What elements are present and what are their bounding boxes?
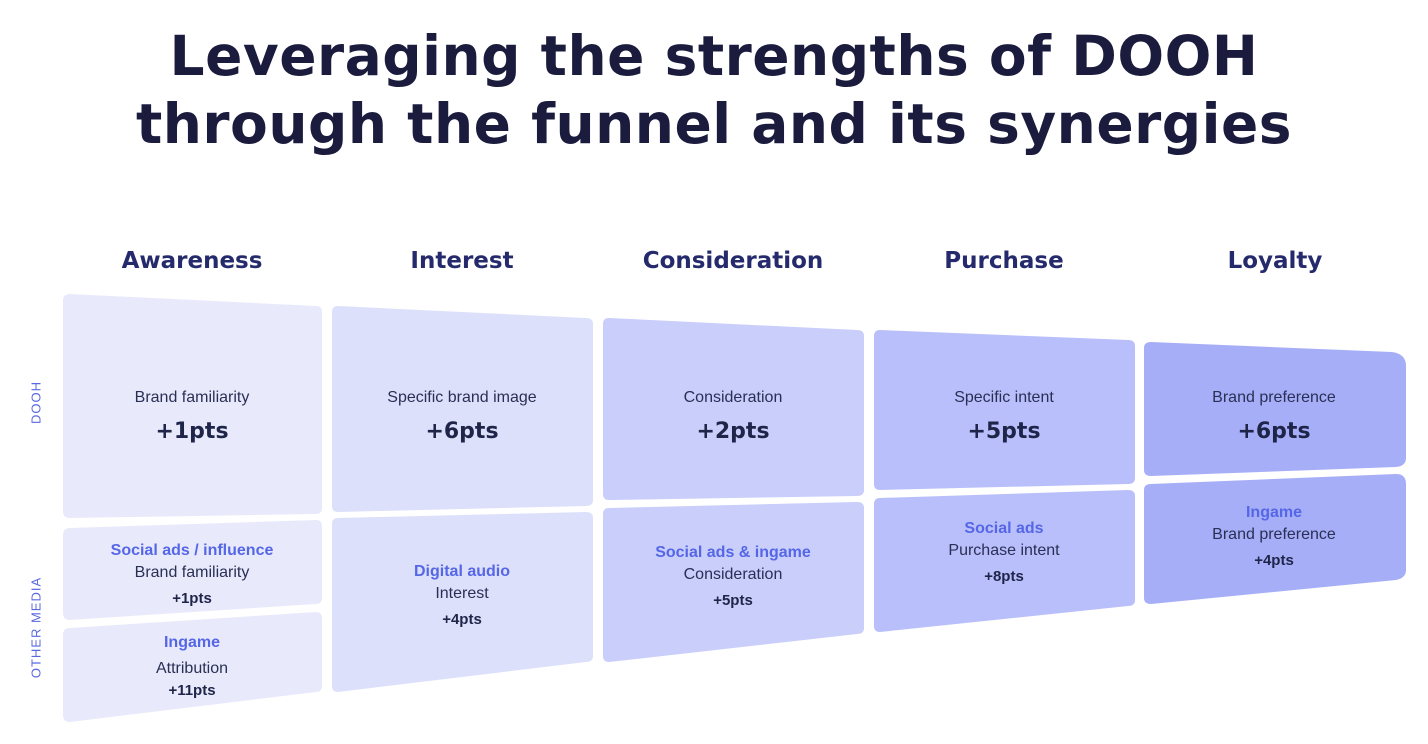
stage-label-loyalty: Loyalty [1227,248,1323,274]
other-purchase-value: +8pts [984,567,1024,585]
funnel-cell-other-consideration [603,502,864,662]
dooh-consideration: Consideration +2pts [602,360,864,470]
other-loyalty: Ingame Brand preference +4pts [1143,492,1405,578]
dooh-loyalty-value: +6pts [1237,418,1311,444]
other-interest: Digital audio Interest +4pts [331,550,593,638]
dooh-purchase-metric: Specific intent [954,388,1054,406]
other-awareness-social: Social ads / influence Brand familiarity… [61,530,323,616]
dooh-interest: Specific brand image +6pts [331,360,593,470]
stage-label-purchase: Purchase [944,248,1064,274]
page-title: Leveraging the strengths of DOOH through… [0,22,1428,158]
row-label-dooh: DOOH [28,381,44,424]
dooh-awareness-metric: Brand familiarity [134,388,250,406]
other-consideration: Social ads & ingame Consideration +5pts [602,532,864,618]
other-interest-metric: Interest [435,584,489,602]
other-awareness-social-value: +1pts [172,589,212,607]
funnel-cell-other-loyalty [1144,474,1406,604]
stage-label-consideration: Consideration [642,248,824,274]
other-loyalty-metric: Brand preference [1212,525,1336,543]
funnel-cell-other-awareness-1 [63,520,322,620]
other-purchase: Social ads Purchase intent +8pts [873,508,1135,594]
dooh-awareness: Brand familiarity +1pts [61,360,323,470]
dooh-consideration-value: +2pts [696,418,770,444]
other-consideration-channel: Social ads & ingame [655,543,811,561]
dooh-awareness-value: +1pts [155,418,229,444]
funnel-cell-dooh-consideration [603,318,864,500]
other-purchase-channel: Social ads [964,519,1044,537]
dooh-interest-value: +6pts [425,418,499,444]
dooh-loyalty-metric: Brand preference [1212,388,1336,406]
title-line-2: through the funnel and its synergies [135,92,1293,156]
stage-label-awareness: Awareness [121,248,263,274]
other-interest-value: +4pts [442,610,482,628]
funnel-cell-other-purchase [874,490,1135,632]
funnel-cell-dooh-interest [332,306,593,512]
other-consideration-value: +5pts [713,591,753,609]
dooh-purchase: Specific intent +5pts [873,360,1135,470]
funnel-cell-other-interest [332,512,593,692]
funnel-cell-dooh-loyalty [1144,342,1406,476]
funnel-cell-other-awareness-2 [63,612,322,722]
funnel-cell-dooh-purchase [874,330,1135,490]
dooh-interest-metric: Specific brand image [387,388,537,406]
other-awareness-social-metric: Brand familiarity [134,563,250,581]
stage-label-interest: Interest [410,248,514,274]
other-loyalty-channel: Ingame [1245,503,1302,521]
dooh-loyalty: Brand preference +6pts [1143,360,1405,470]
dooh-purchase-value: +5pts [967,418,1041,444]
other-awareness-ingame-metric: Attribution [155,659,229,677]
other-awareness-ingame: Ingame Attribution +11pts [61,622,323,708]
other-loyalty-value: +4pts [1254,551,1294,569]
funnel-cell-dooh-awareness [63,294,322,518]
other-awareness-ingame-channel: Ingame [163,633,220,651]
other-purchase-metric: Purchase intent [948,541,1060,559]
row-label-other-media: OTHER MEDIA [28,576,44,679]
dooh-consideration-metric: Consideration [683,388,783,406]
other-consideration-metric: Consideration [683,565,783,583]
title-line-1: Leveraging the strengths of DOOH [169,24,1259,88]
other-interest-channel: Digital audio [414,562,510,580]
other-awareness-social-channel: Social ads / influence [110,541,274,559]
other-awareness-ingame-value: +11pts [168,681,216,699]
